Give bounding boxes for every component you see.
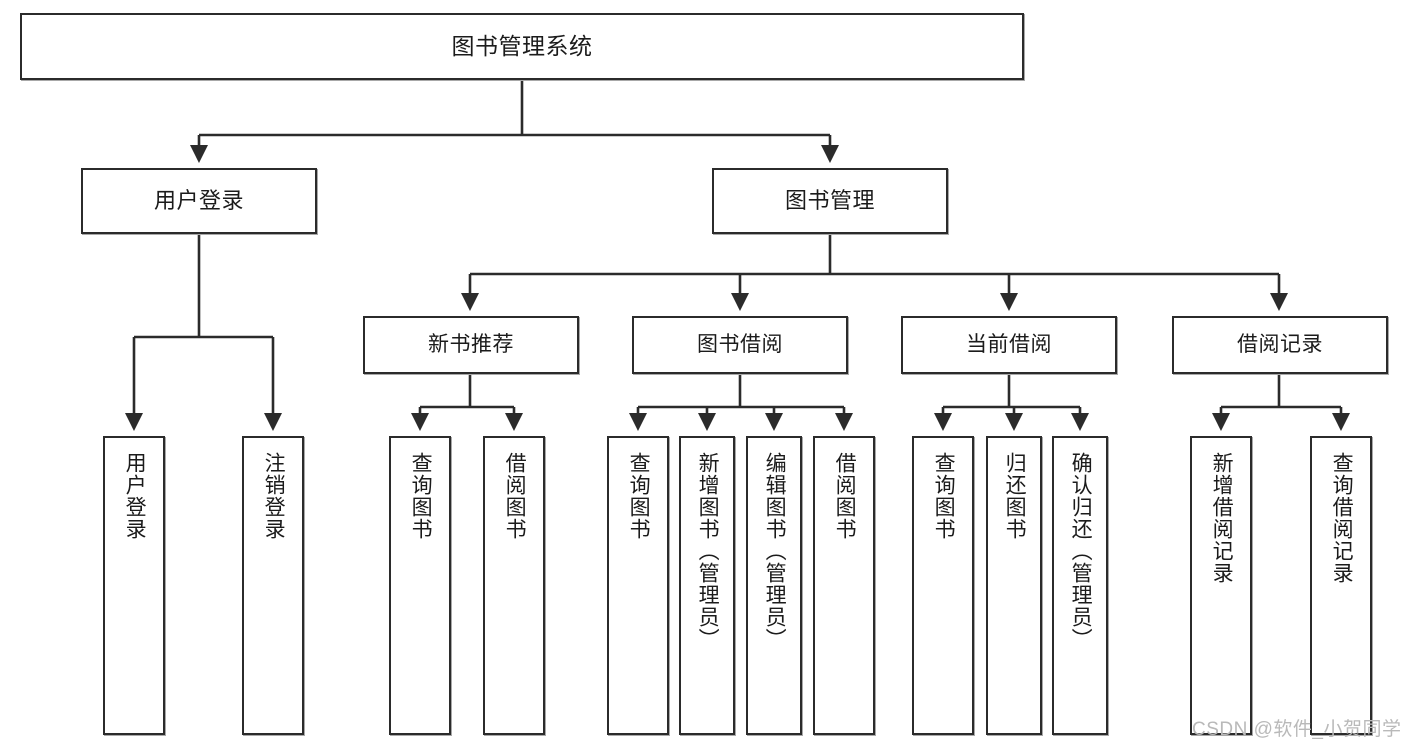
leaf-node[interactable]: 编辑图书（管理员）: [746, 436, 802, 735]
leaf-node-label: 借阅图书: [503, 452, 527, 540]
leaf-node-label: 查询借阅记录: [1330, 452, 1354, 584]
node-user-login-label: 用户登录: [153, 188, 244, 214]
node-book-management[interactable]: 图书管理: [712, 168, 948, 234]
node-root[interactable]: 图书管理系统: [20, 13, 1024, 80]
node-user-login[interactable]: 用户登录: [81, 168, 317, 234]
leaf-node-label: 确认归还（管理员）: [1069, 452, 1093, 650]
leaf-node[interactable]: 确认归还（管理员）: [1052, 436, 1108, 735]
node-current-borrow-label: 当前借阅: [966, 332, 1052, 356]
leaf-node-label: 查询图书: [409, 452, 433, 540]
leaf-node-label: 借阅图书: [833, 452, 857, 540]
node-new-book-recommend[interactable]: 新书推荐: [363, 316, 579, 374]
node-current-borrow[interactable]: 当前借阅: [901, 316, 1117, 374]
csdn-watermark: CSDN @软件_小贺同学: [1192, 719, 1402, 740]
node-borrow-record-label: 借阅记录: [1237, 332, 1323, 356]
leaf-node-label: 查询图书: [627, 452, 651, 540]
leaf-node[interactable]: 用户登录: [103, 436, 165, 735]
node-book-management-label: 图书管理: [784, 188, 875, 214]
leaf-node-label: 归还图书: [1003, 452, 1027, 540]
leaf-node[interactable]: 借阅图书: [483, 436, 545, 735]
leaf-node[interactable]: 归还图书: [986, 436, 1042, 735]
leaf-node[interactable]: 借阅图书: [813, 436, 875, 735]
leaf-node[interactable]: 新增借阅记录: [1190, 436, 1252, 735]
leaf-node[interactable]: 注销登录: [242, 436, 304, 735]
leaf-node-label: 查询图书: [932, 452, 956, 540]
node-borrow-record[interactable]: 借阅记录: [1172, 316, 1388, 374]
node-book-borrow[interactable]: 图书借阅: [632, 316, 848, 374]
leaf-node[interactable]: 查询借阅记录: [1310, 436, 1372, 735]
leaf-node-label: 新增借阅记录: [1210, 452, 1234, 584]
node-root-label: 图书管理系统: [451, 32, 593, 59]
leaf-node-label: 注销登录: [262, 452, 286, 540]
leaf-node-label: 编辑图书（管理员）: [763, 452, 787, 650]
leaf-node[interactable]: 查询图书: [912, 436, 974, 735]
leaf-node[interactable]: 新增图书（管理员）: [679, 436, 735, 735]
leaf-node-label: 用户登录: [123, 452, 147, 540]
leaf-node[interactable]: 查询图书: [607, 436, 669, 735]
node-book-borrow-label: 图书借阅: [697, 332, 783, 356]
node-new-book-recommend-label: 新书推荐: [428, 332, 514, 356]
leaf-node[interactable]: 查询图书: [389, 436, 451, 735]
leaf-node-label: 新增图书（管理员）: [696, 452, 720, 650]
